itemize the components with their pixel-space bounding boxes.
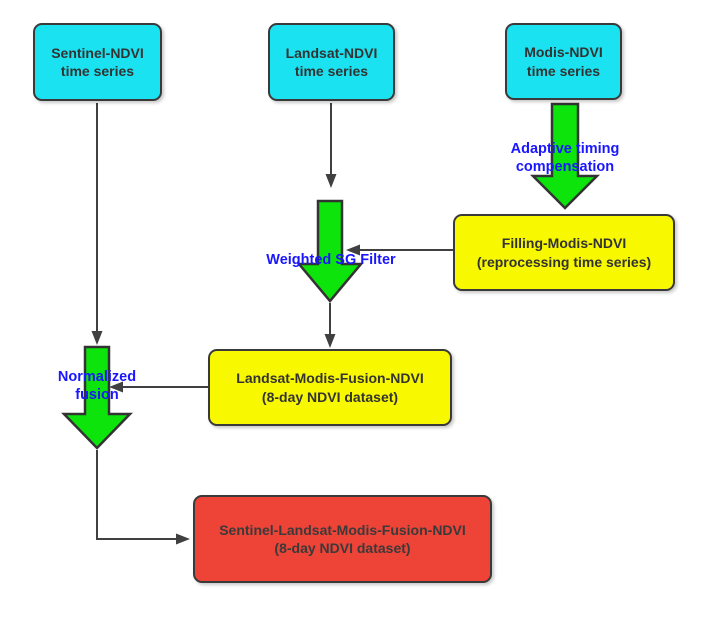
connector-landsat-to-sg-arrow [325, 103, 337, 188]
node-sublabel: (8-day NDVI dataset) [261, 388, 399, 405]
node-modis-ndvi: Modis-NDVI time series [505, 23, 622, 100]
block-arrow-weighted-sg [296, 199, 364, 303]
node-filling-modis-ndvi: Filling-Modis-NDVI (reprocessing time se… [453, 214, 675, 291]
node-landsat-modis-fusion-ndvi: Landsat-Modis-Fusion-NDVI (8-day NDVI da… [208, 349, 452, 426]
node-sublabel: time series [60, 63, 135, 79]
node-sublabel: time series [526, 62, 601, 79]
node-label: Landsat-Modis-Fusion-NDVI [236, 370, 424, 387]
node-sentinel-landsat-modis-fusion-ndvi: Sentinel-Landsat-Modis-Fusion-NDVI (8-da… [193, 495, 492, 583]
connector-sg-arrow-to-landsat-modis-box [324, 303, 336, 348]
connector-filling-box-to-sg-arrow [346, 244, 453, 256]
block-arrow-adaptive-timing [529, 102, 601, 210]
node-label: Sentinel-Landsat-Modis-Fusion-NDVI [219, 521, 466, 538]
block-arrow-normalized-fusion [61, 345, 133, 450]
node-sublabel: time series [294, 63, 369, 79]
node-label: Landsat-NDVI [285, 44, 378, 61]
node-label: Sentinel-NDVI [51, 44, 144, 61]
node-landsat-ndvi: Landsat-NDVI time series [268, 23, 395, 101]
node-sublabel: (8-day NDVI dataset) [274, 540, 411, 556]
connector-sentinel-to-fusion-arrow [91, 103, 103, 345]
node-sentinel-ndvi: Sentinel-NDVI time series [33, 23, 162, 101]
node-label: Modis-NDVI [524, 44, 603, 61]
node-sublabel: (reprocessing time series) [476, 253, 652, 270]
node-label: Filling-Modis-NDVI [501, 235, 627, 252]
connector-fusion-arrow-to-final-box [96, 450, 190, 545]
connector-landsat-modis-box-to-fusion-arrow [109, 381, 208, 393]
